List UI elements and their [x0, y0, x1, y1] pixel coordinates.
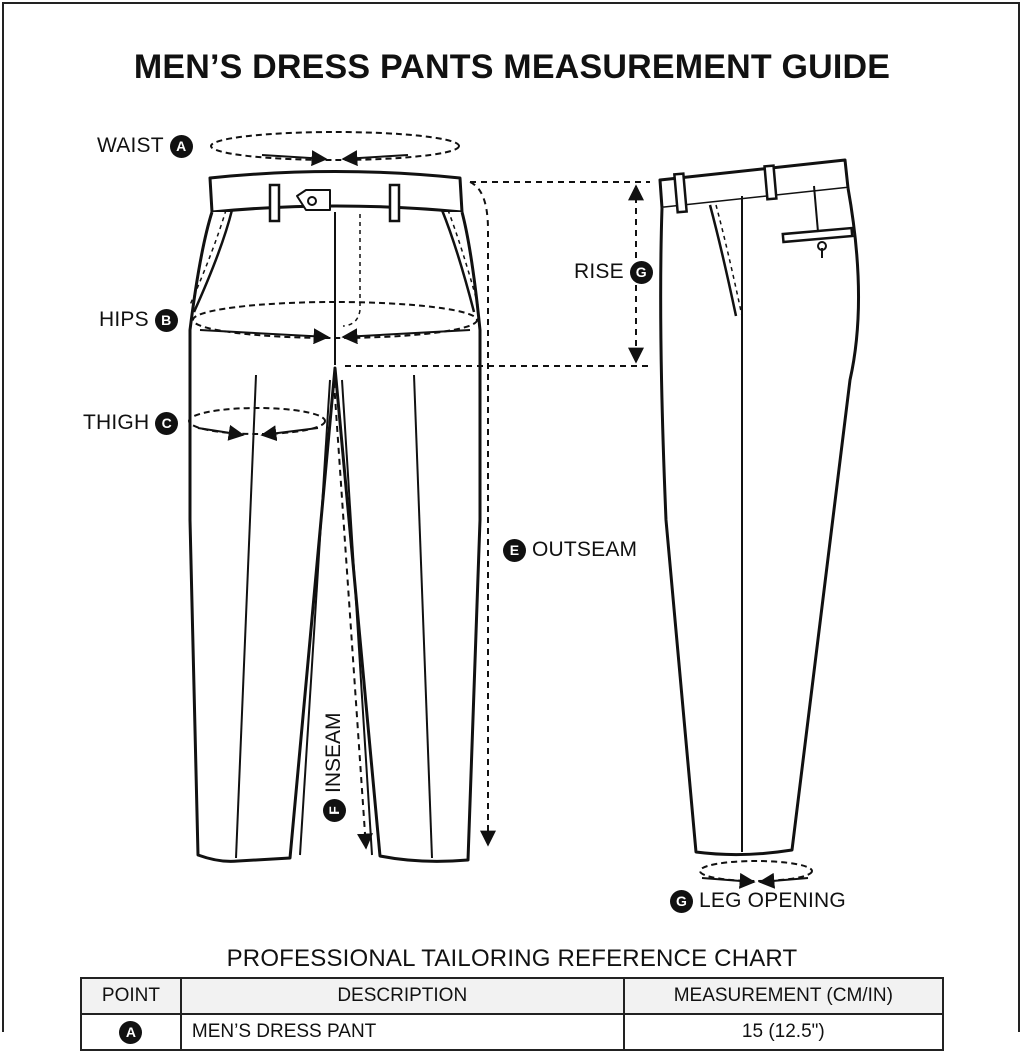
- outseam-line: [469, 181, 496, 847]
- waist-label: WAIST A: [97, 134, 193, 158]
- badge-f-icon: F: [322, 799, 346, 822]
- badge-e-icon: E: [503, 538, 526, 562]
- column-header-measurement: MEASUREMENT (CM/IN): [622, 977, 945, 1015]
- front-waistband: [208, 170, 464, 214]
- side-pants-outline: [659, 187, 860, 857]
- inseam-label: F INSEAM: [322, 712, 346, 822]
- belt-loop: [268, 183, 281, 223]
- back-pocket-button-icon: [817, 241, 827, 251]
- pants-diagram: [188, 131, 860, 889]
- side-pocket: [708, 204, 738, 317]
- column-header-point: POINT: [80, 977, 182, 1015]
- thigh-loop: [188, 407, 326, 435]
- table-header-row: POINT DESCRIPTION MEASUREMENT (CM/IN): [80, 977, 945, 1015]
- column-header-description: DESCRIPTION: [179, 977, 625, 1015]
- belt-loop: [388, 183, 401, 223]
- button-icon: [307, 196, 317, 206]
- leg-opening-loop: [699, 860, 813, 882]
- rise-label: RISE G: [574, 260, 653, 284]
- row-description: MEN’S DRESS PANT: [179, 1013, 625, 1051]
- outseam-label: E OUTSEAM: [503, 538, 637, 562]
- inner-leg-right: [341, 379, 373, 856]
- right-crease: [413, 374, 433, 859]
- belt-loop: [673, 172, 688, 214]
- side-pants: [658, 158, 860, 857]
- belt-loop: [763, 164, 778, 201]
- left-crease: [235, 374, 257, 859]
- inseam-line: [333, 381, 373, 850]
- table-row: A MEN’S DRESS PANT 15 (12.5"): [80, 1013, 945, 1051]
- right-pocket-stitch: [447, 209, 479, 306]
- waist-loop: [210, 131, 460, 161]
- right-pocket: [440, 209, 476, 313]
- leg-opening-label: G LEG OPENING: [670, 889, 846, 913]
- thigh-label: THIGH C: [83, 411, 179, 435]
- chart-title: PROFESSIONAL TAILORING REFERENCE CHART: [226, 945, 798, 972]
- badge-b-icon: B: [154, 308, 178, 332]
- hips-label: HIPS B: [99, 308, 178, 332]
- front-fly-button-tab: [296, 189, 331, 211]
- reference-table: POINT DESCRIPTION MEASUREMENT (CM/IN) A …: [80, 977, 945, 1051]
- back-dart: [813, 185, 819, 233]
- fly-stitch: [342, 214, 361, 327]
- badge-c-icon: C: [155, 411, 179, 435]
- badge-g-icon: G: [670, 889, 693, 913]
- row-measurement: 15 (12.5"): [622, 1013, 945, 1051]
- badge-g-icon: G: [629, 260, 653, 284]
- hips-loop: [192, 301, 478, 339]
- inner-leg-left: [299, 379, 331, 856]
- row-point: A: [80, 1013, 182, 1051]
- left-pocket-stitch: [189, 209, 227, 306]
- page-border: [2, 2, 1020, 1032]
- side-pocket-stitch: [715, 204, 743, 317]
- badge-a-icon: A: [169, 134, 193, 158]
- page-title: MEN’S DRESS PANTS MEASUREMENT GUIDE: [133, 48, 891, 86]
- left-pocket: [192, 209, 234, 313]
